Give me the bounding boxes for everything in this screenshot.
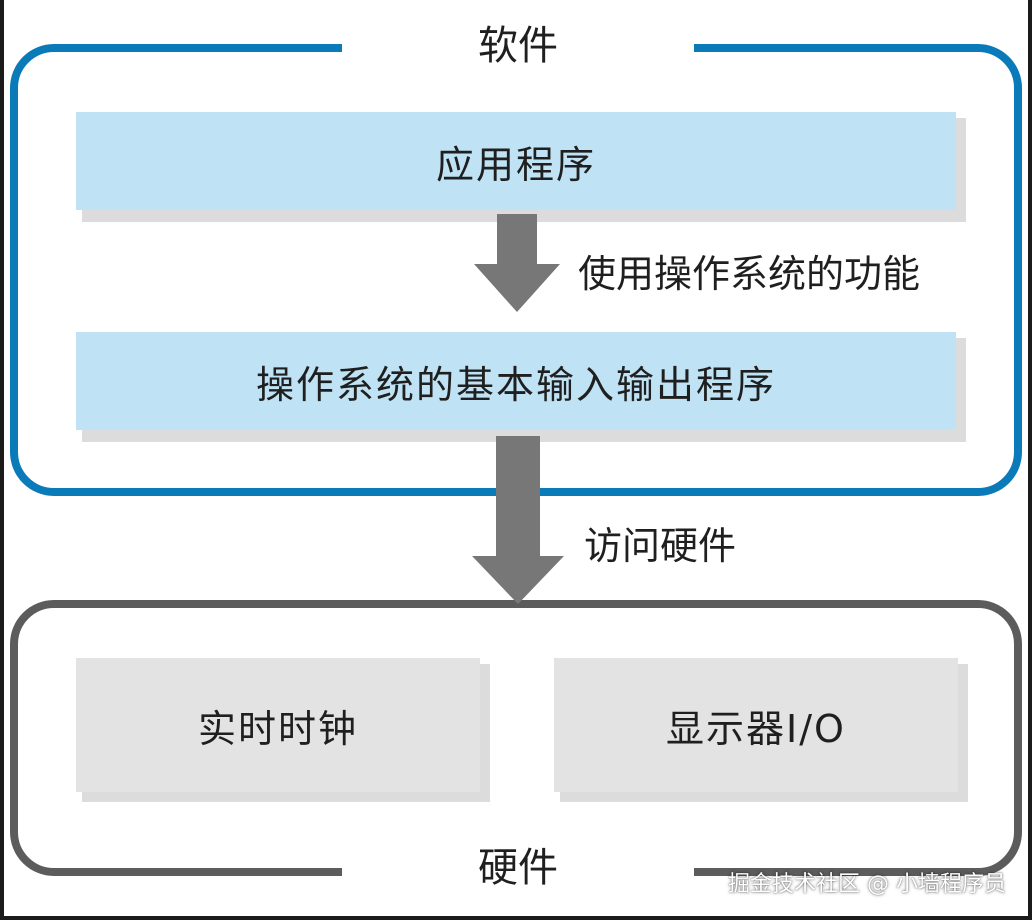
software-group-label: 软件 — [342, 18, 694, 74]
access-hardware-label: 访问硬件 — [584, 524, 737, 568]
application-layer: 应用程序 — [76, 112, 956, 210]
frame-edge-left — [0, 0, 4, 920]
frame-edge-bottom — [0, 916, 1032, 920]
use-os-function-label: 使用操作系统的功能 — [578, 252, 921, 296]
os-basic-io-layer: 操作系统的基本输入输出程序 — [76, 332, 956, 430]
real-time-clock-box: 实时时钟 — [76, 658, 480, 792]
down-arrow-icon — [472, 436, 564, 604]
frame-edge-right — [1028, 0, 1032, 920]
hardware-group-label: 硬件 — [342, 840, 694, 896]
watermark: 掘金技术社区 @ 小墙程序员 — [728, 872, 1006, 897]
down-arrow-icon — [474, 214, 560, 312]
display-io-box: 显示器I/O — [554, 658, 958, 792]
